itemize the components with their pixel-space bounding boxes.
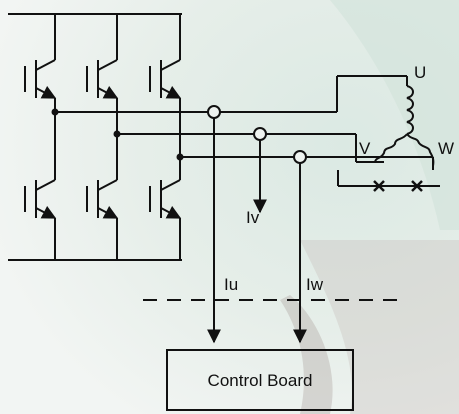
label-iv: Iv	[246, 208, 260, 227]
circuit-wiring	[8, 13, 440, 261]
sensor-w	[293, 150, 307, 164]
label-w: W	[438, 139, 454, 158]
junction-dots	[51, 108, 184, 161]
sensor-u	[207, 105, 221, 119]
label-iw: Iw	[306, 275, 324, 294]
control-board-label: Control Board	[208, 371, 313, 390]
winding-u	[406, 85, 414, 135]
open-marks	[373, 180, 423, 192]
sensor-v	[253, 127, 267, 141]
label-v: V	[359, 139, 371, 158]
label-u: U	[414, 63, 426, 82]
label-iu: Iu	[224, 275, 238, 294]
background-shape	[300, 240, 459, 414]
background-shape	[330, 0, 459, 230]
motor-windings	[374, 85, 435, 167]
control-board-box	[166, 349, 354, 411]
background-shape	[280, 295, 333, 414]
winding-v	[374, 133, 408, 163]
winding-w	[406, 133, 435, 167]
sensor-signal-lines	[207, 118, 307, 344]
igbt-switches	[24, 59, 182, 219]
